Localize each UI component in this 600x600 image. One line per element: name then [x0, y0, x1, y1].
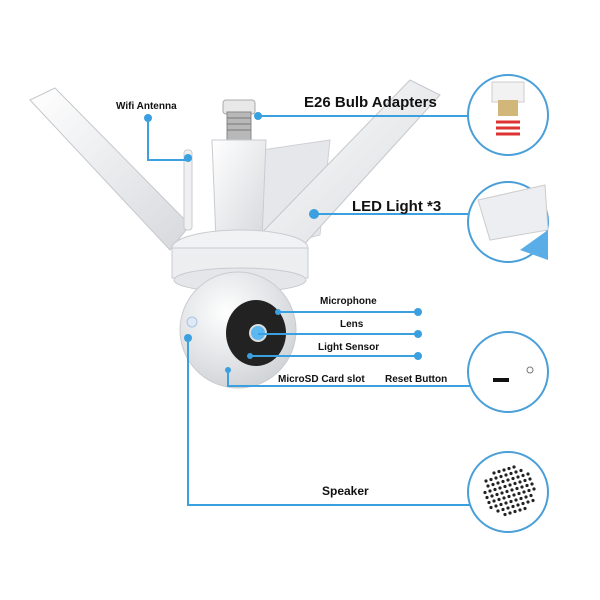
led-blade-left: [29, 87, 191, 251]
speaker-hole: [531, 498, 535, 503]
speaker-hole: [489, 477, 493, 482]
wifi-antenna: [183, 149, 193, 231]
speaker-hole: [512, 465, 516, 469]
speaker-hole: [510, 488, 514, 492]
speaker-hole: [528, 477, 532, 481]
speaker-hole: [524, 495, 528, 499]
speaker-hole: [527, 488, 531, 493]
speaker-hole: [525, 483, 529, 488]
speaker-hole: [488, 489, 492, 493]
speaker-hole: [514, 470, 518, 474]
speaker-hole: [496, 481, 500, 485]
callout-dots: [144, 112, 422, 373]
speaker-hole: [487, 500, 491, 505]
speaker-hole: [513, 481, 517, 486]
speaker-hole: [519, 496, 523, 501]
speaker-hole: [518, 508, 522, 512]
speaker-hole: [507, 466, 511, 471]
speaker-hole: [497, 469, 501, 474]
speaker-hole: [513, 509, 517, 514]
speaker-hole: [518, 480, 522, 484]
speaker-hole: [502, 496, 506, 500]
speaker-hole: [501, 507, 505, 512]
speaker-hole: [498, 486, 502, 490]
speaker-hole: [532, 487, 536, 491]
label-speaker: Speaker: [322, 484, 369, 498]
camera-dome: [179, 271, 297, 389]
speaker-hole: [490, 494, 494, 498]
speaker-hole: [504, 501, 508, 505]
speaker-hole: [504, 473, 508, 477]
speaker-hole: [526, 500, 530, 504]
speaker-hole: [491, 482, 495, 487]
speaker-hole: [492, 499, 496, 503]
detail-bulb-adapter: [467, 74, 549, 156]
speaker-hole: [515, 486, 519, 491]
speaker-hole: [516, 503, 520, 507]
label-reset-button: Reset Button: [385, 374, 448, 385]
speaker-hole: [523, 478, 527, 483]
speaker-hole: [506, 506, 510, 510]
speaker-hole: [529, 493, 533, 498]
speaker-hole: [489, 505, 493, 510]
e26-bulb-base: [211, 99, 267, 241]
speaker-hole: [492, 471, 496, 475]
speaker-hole: [511, 476, 515, 481]
speaker-hole: [517, 491, 521, 496]
speaker-hole: [522, 490, 526, 494]
speaker-hole: [530, 482, 534, 486]
speaker-hole: [503, 512, 507, 517]
speaker-hole: [508, 483, 512, 487]
speaker-hole: [499, 502, 503, 507]
speaker-hole: [526, 472, 530, 476]
speaker-hole: [486, 484, 490, 488]
detail-microsd-reset: [467, 331, 549, 413]
speaker-hole: [514, 498, 518, 502]
speaker-hole: [523, 506, 527, 511]
speaker-hole: [484, 479, 488, 483]
speaker-hole: [494, 504, 498, 508]
speaker-hole: [495, 492, 499, 497]
speaker-hole: [501, 479, 505, 484]
speaker-hole: [509, 471, 513, 476]
speaker-hole: [493, 487, 497, 492]
speaker-hole: [519, 468, 523, 473]
speaker-hole: [483, 490, 487, 495]
speaker-hole: [499, 474, 503, 479]
speaker-hole: [521, 501, 525, 506]
speaker-hole: [507, 494, 511, 499]
speaker-hole: [516, 475, 520, 479]
speaker-hole: [509, 499, 513, 504]
speaker-hole: [506, 478, 510, 482]
label-light-sensor: Light Sensor: [318, 342, 380, 353]
detail-led-light: [467, 181, 549, 263]
speaker-hole: [502, 468, 506, 472]
label-microphone: Microphone: [320, 296, 377, 307]
speaker-hole: [497, 497, 501, 502]
speaker-hole: [508, 511, 512, 515]
speaker-hole: [485, 495, 489, 500]
callout-lines: [147, 115, 470, 506]
speaker-hole: [520, 485, 524, 489]
speaker-hole: [503, 484, 507, 489]
speaker-hole: [496, 509, 500, 513]
label-wifi-antenna: Wifi Antenna: [116, 101, 177, 112]
speaker-hole: [505, 489, 509, 494]
detail-speaker: [467, 451, 549, 533]
speaker-hole: [494, 476, 498, 480]
speaker-hole: [511, 504, 515, 509]
label-lens: Lens: [340, 319, 364, 330]
label-bulb-adapters: E26 Bulb Adapters: [304, 94, 437, 111]
label-led-light: LED Light *3: [352, 198, 442, 215]
speaker-hole: [512, 493, 516, 497]
speaker-hole: [521, 473, 525, 478]
speaker-hole: [500, 491, 504, 495]
label-microsd: MicroSD Card slot: [278, 374, 365, 385]
